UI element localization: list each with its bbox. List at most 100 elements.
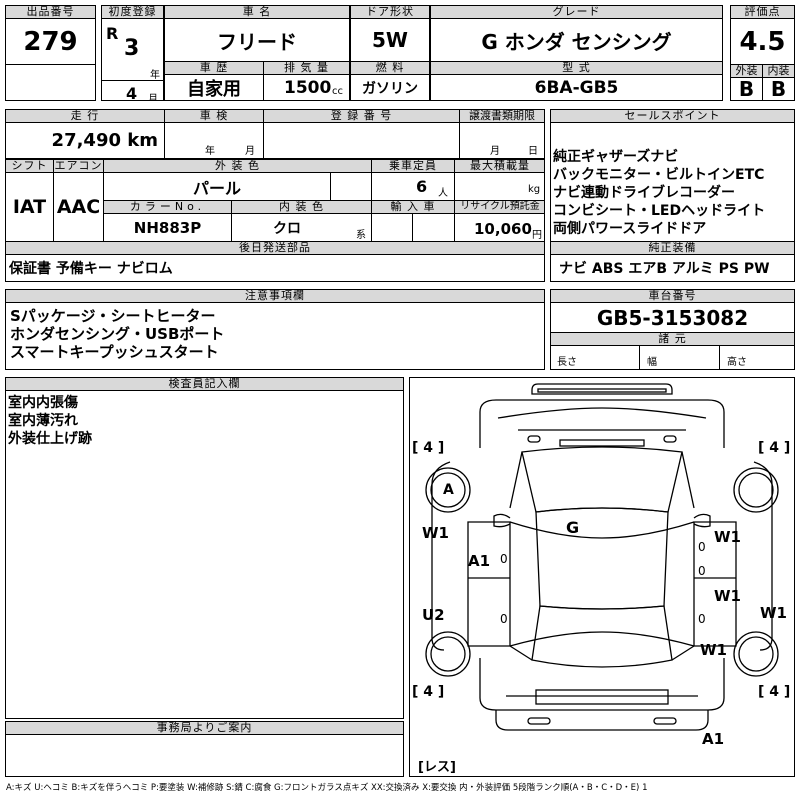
mark-a-front-left-wheel: A <box>443 482 454 498</box>
height-label: 高さ <box>727 357 747 368</box>
history-label: 車 歴 <box>165 62 263 75</box>
fuel-label: 燃 料 <box>351 62 429 75</box>
capacity-label: 乗車定員 <box>371 160 455 173</box>
mark-w1-right-2: W1 <box>714 587 741 605</box>
car-name: フリード <box>217 29 297 54</box>
transfer-month: 月 <box>490 146 500 157</box>
notes-block: 注意事項欄 Sパッケージ・シートヒーター ホンダセンシング・USBポート スマー… <box>5 289 545 370</box>
mark-w1-far-right: W1 <box>760 604 787 622</box>
office-label: 事務局よりご案内 <box>6 722 403 735</box>
month-unit: 月 <box>148 94 158 101</box>
mark-w1-left: W1 <box>422 524 449 542</box>
import-label: 輸 入 車 <box>371 200 455 214</box>
mileage-block: 走 行 27,490 km <box>5 109 165 159</box>
later-parts: 保証書 予備キー ナビロム <box>9 261 173 277</box>
mark-g-roof: G <box>566 518 580 537</box>
model-label: 型 式 <box>431 62 722 75</box>
score-label: 評価点 <box>731 6 794 19</box>
chassis-block: 車台番号 GB5-3153082 諸 元 長さ 幅 高さ <box>550 289 795 370</box>
car-diagram: [ 4 ] [ 4 ] [ 4 ] [ 4 ] A G W1 A1 0 0 U2… <box>409 377 795 777</box>
interior-color: クロ <box>273 220 301 237</box>
reg-year: 3 <box>124 36 140 61</box>
mark-a1-left: A1 <box>468 552 491 570</box>
interior-grade: B <box>770 78 787 100</box>
mark-w1-right-1: W1 <box>714 528 741 546</box>
chassis-number: GB5-3153082 <box>596 305 749 330</box>
inspector-text: 室内内張傷 室内薄汚れ 外装仕上げ跡 <box>8 395 92 447</box>
office-block: 事務局よりご案内 <box>5 721 404 777</box>
equipment-block: 純正装備 ナビ ABS エアB アルミ PS PW <box>550 241 795 282</box>
exterior-grade: B <box>738 78 755 100</box>
recycle-amount: 10,060 <box>474 220 532 238</box>
mark-u2-left: U2 <box>422 606 445 624</box>
reg-month: 4 <box>126 84 138 101</box>
length-label: 長さ <box>557 357 577 368</box>
recycle-unit: 円 <box>532 230 542 241</box>
mark-0-left-b: 0 <box>500 612 508 626</box>
grade: G ホンダ センシング <box>481 29 672 54</box>
mark-0-right-c: 0 <box>698 612 706 626</box>
sales-points-label: セールスポイント <box>551 110 794 123</box>
score-block: 評価点 4.5 外装 内装 B B <box>730 5 795 101</box>
era: R <box>106 24 119 43</box>
lot-label: 出品番号 <box>6 6 95 19</box>
inspection-label: 車 検 <box>165 110 263 123</box>
lot-block: 出品番号 279 <box>5 5 96 101</box>
model: 6BA-GB5 <box>534 77 619 98</box>
fuel: ガソリン <box>362 80 418 97</box>
tire-rear-right: [ 4 ] <box>758 684 791 700</box>
load-label: 最大積載量 <box>454 160 544 173</box>
mark-less: [レス] <box>418 760 456 775</box>
legend: A:キズ U:ヘコミ B:キズを伴うヘコミ P:要塗装 W:補修跡 S:錆 C:… <box>6 783 648 793</box>
door-label: ドア形状 <box>351 6 429 19</box>
equipment-label: 純正装備 <box>551 242 794 255</box>
door-block: ドア形状 5W <box>350 5 430 62</box>
notes-label: 注意事項欄 <box>6 290 544 303</box>
transfer-label: 譲渡書類期限 <box>460 110 544 123</box>
sales-points-text: 純正ギャザーズナビ バックモニター・ビルトインETC ナビ連動ドライブレコーダー… <box>553 149 766 237</box>
later-parts-block: 後日発送部品 保証書 予備キー ナビロム <box>5 241 545 282</box>
mileage: 27,490 km <box>51 130 158 151</box>
color-label: 外 装 色 <box>103 160 372 173</box>
mark-0-left-a: 0 <box>500 552 508 566</box>
transfer-day: 日 <box>528 146 538 157</box>
inspector-block: 検査員記入欄 室内内張傷 室内薄汚れ 外装仕上げ跡 <box>5 377 404 719</box>
dimensions-label: 諸 元 <box>551 332 794 346</box>
recycle-label: リサイクル預託金 <box>454 200 544 214</box>
exterior-color: パール <box>192 179 241 198</box>
transfer-block: 譲渡書類期限 月 日 <box>459 109 545 159</box>
door-type: 5W <box>372 28 408 52</box>
load-unit: kg <box>528 184 541 195</box>
mark-a1-bottom: A1 <box>702 730 725 748</box>
displacement-label: 排 気 量 <box>264 62 349 75</box>
color-no-label: カラーNo. <box>103 200 232 214</box>
displacement: 1500 <box>284 78 332 98</box>
car-name-block: 車 名 フリード <box>164 5 350 62</box>
history-block: 車 歴 自家用 <box>164 61 264 101</box>
car-name-label: 車 名 <box>165 6 349 19</box>
inspector-label: 検査員記入欄 <box>6 378 403 391</box>
first-reg-label: 初度登録 <box>102 6 163 19</box>
tire-rear-left: [ 4 ] <box>412 684 445 700</box>
interior-label: 内装 <box>762 64 794 78</box>
model-block: 型 式 6BA-GB5 <box>430 61 723 101</box>
fuel-block: 燃 料 ガソリン <box>350 61 430 101</box>
int-color-unit: 系 <box>356 230 366 241</box>
color-no: NH883P <box>133 218 202 237</box>
width-label: 幅 <box>647 357 657 368</box>
chassis-label: 車台番号 <box>551 290 794 303</box>
score: 4.5 <box>739 27 786 57</box>
grade-block: グレード G ホンダ センシング <box>430 5 723 62</box>
mark-0-right-b: 0 <box>698 564 706 578</box>
displacement-block: 排 気 量 1500 cc <box>263 61 350 101</box>
reg-no-block: 登 録 番 号 <box>263 109 460 159</box>
car-outline <box>425 383 779 731</box>
history: 自家用 <box>187 78 241 100</box>
displacement-unit: cc <box>332 86 343 97</box>
capacity-unit: 人 <box>438 188 448 199</box>
year-unit: 年 <box>150 70 160 81</box>
equipment: ナビ ABS エアB アルミ PS PW <box>559 261 770 277</box>
capacity: 6 <box>416 177 428 196</box>
mileage-label: 走 行 <box>6 110 164 123</box>
notes-text: Sパッケージ・シートヒーター ホンダセンシング・USBポート スマートキープッシ… <box>10 307 225 361</box>
